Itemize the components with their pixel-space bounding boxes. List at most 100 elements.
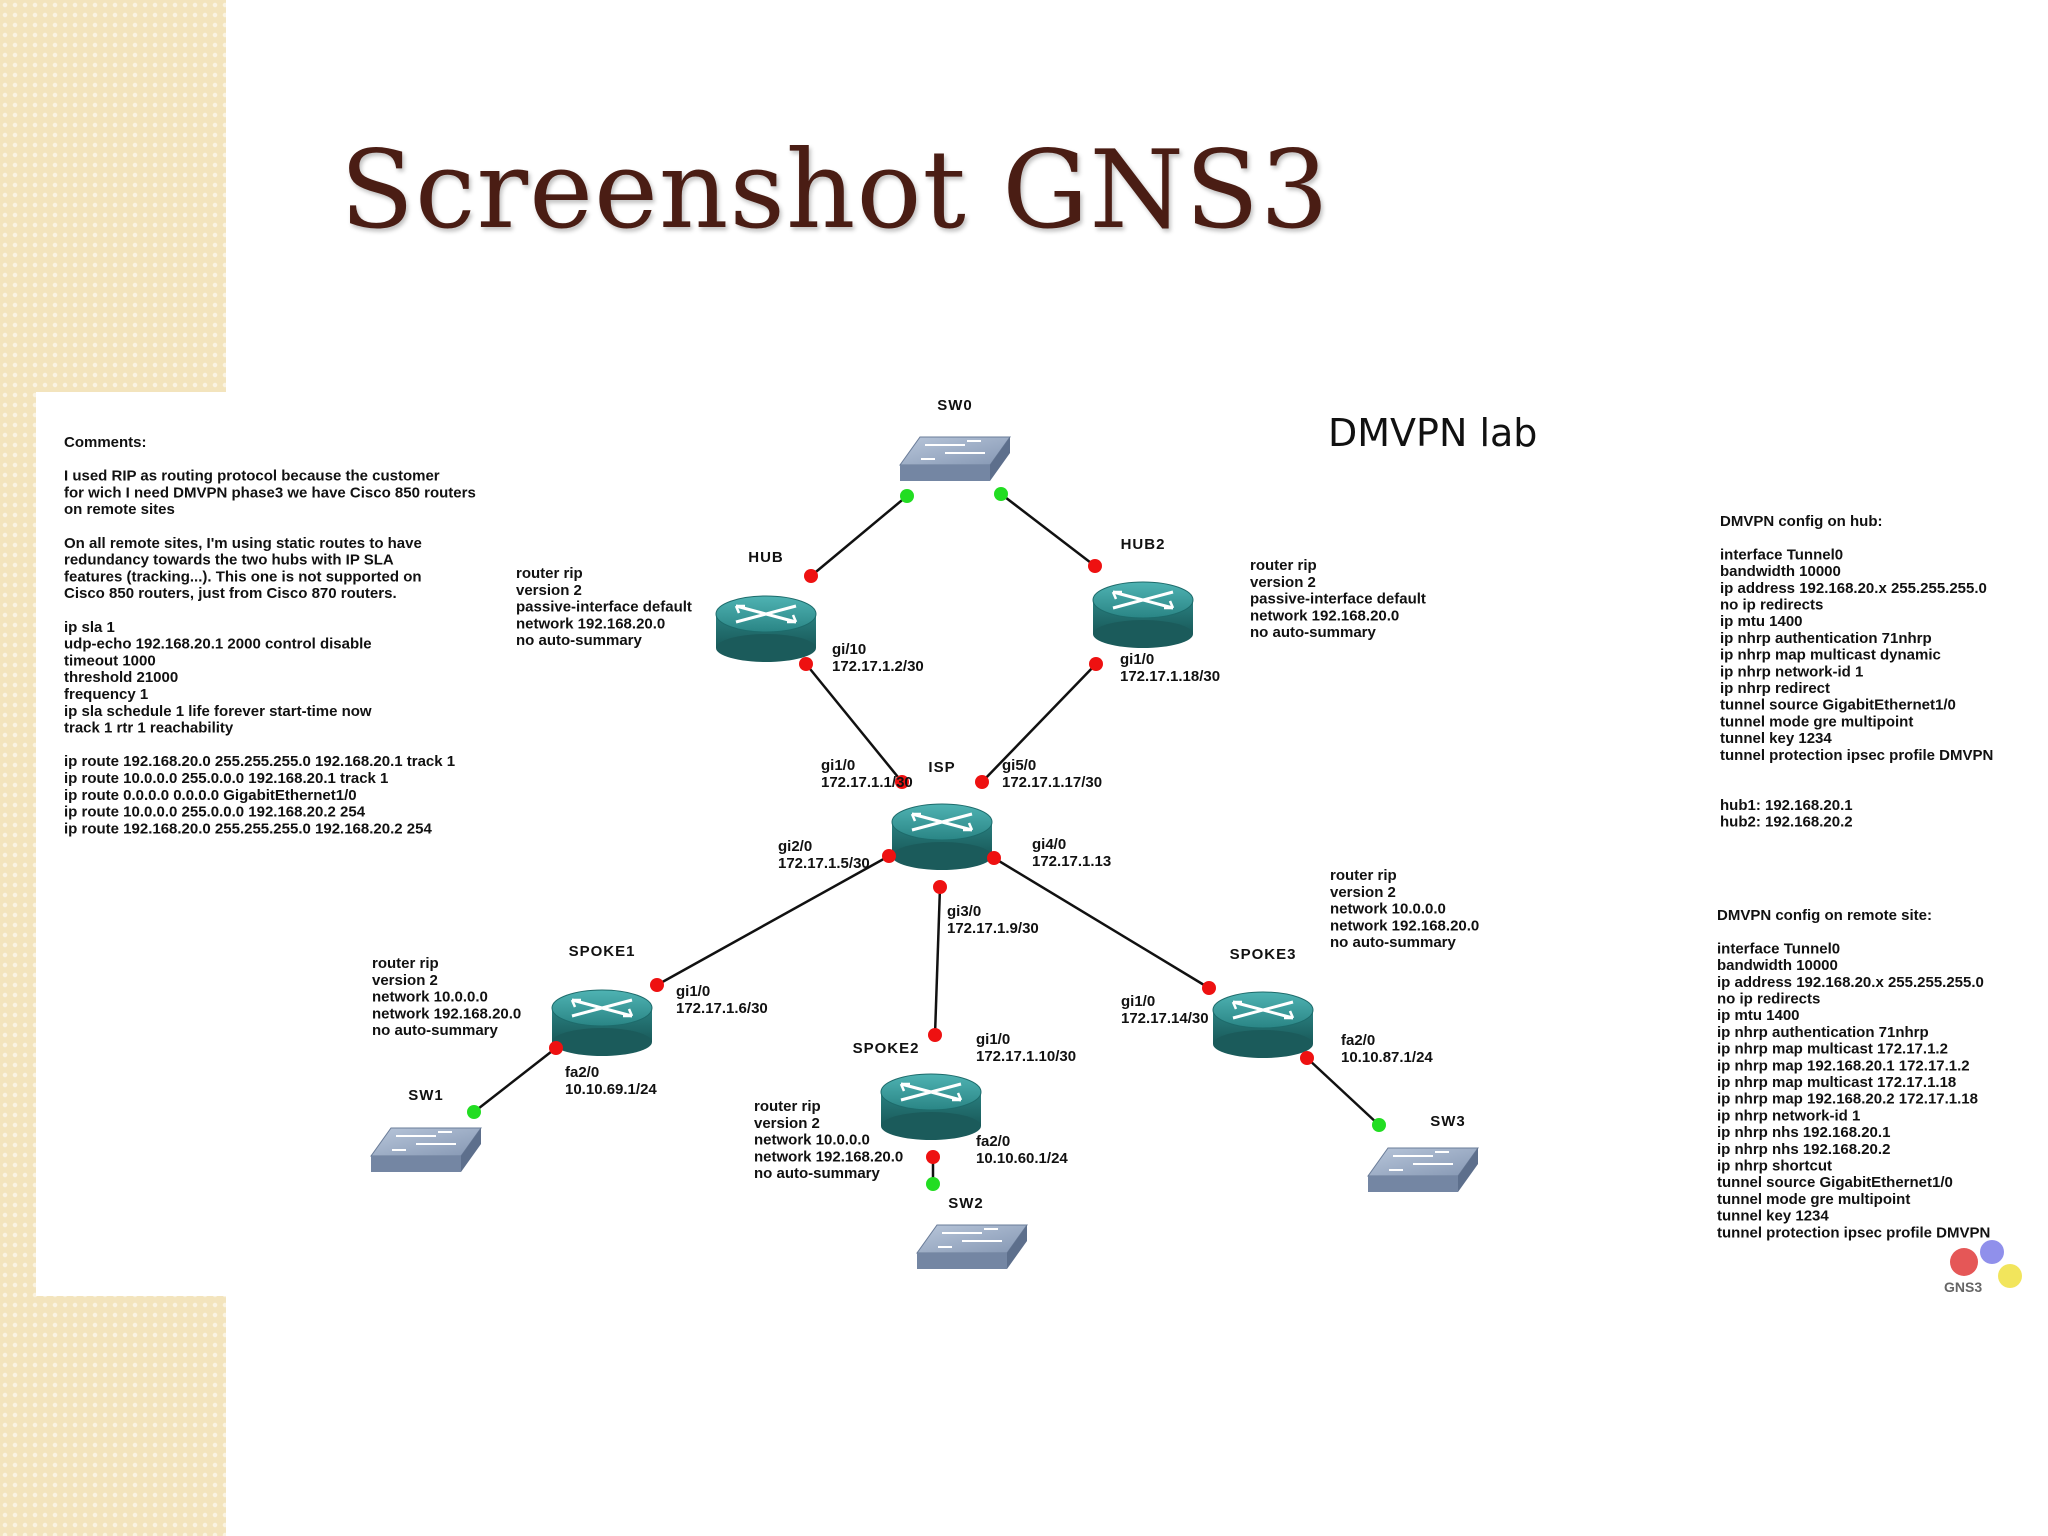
rip-config-spoke1: version 2 xyxy=(372,972,438,989)
interface-label-spoke2-fa: 10.10.60.1/24 xyxy=(976,1150,1068,1167)
remote-config-line: ip nhrp shortcut xyxy=(1717,1158,1832,1175)
port-sw0-hub2-a xyxy=(994,487,1008,501)
rip-config-spoke1: network 10.0.0.0 xyxy=(372,989,488,1006)
router-spoke3-icon[interactable] xyxy=(1212,991,1314,1058)
interface-label-isp-gi3: gi3/0 xyxy=(947,903,981,920)
remote-config-line: ip address 192.168.20.x 255.255.255.0 xyxy=(1717,974,1984,991)
comment-line: ip route 10.0.0.0 255.0.0.0 192.168.20.1… xyxy=(64,770,388,787)
interface-label-spoke3-gi: 172.17.14/30 xyxy=(1121,1010,1209,1027)
comment-line: Cisco 850 routers, just from Cisco 870 r… xyxy=(64,585,397,602)
interface-label-isp-gi1: 172.17.1.1/30 xyxy=(821,774,913,791)
gns3-logo: GNS3 xyxy=(1944,1240,2022,1295)
rip-config-spoke3: network 192.168.20.0 xyxy=(1330,917,1479,934)
hub-config-line: tunnel source GigabitEthernet1/0 xyxy=(1720,697,1956,714)
rip-config-hub: router rip xyxy=(516,565,583,582)
comment-line: ip route 192.168.20.0 255.255.255.0 192.… xyxy=(64,753,455,770)
router-hub-icon[interactable] xyxy=(715,595,817,662)
rip-config-spoke2: no auto-summary xyxy=(754,1165,881,1182)
interface-label-isp-gi4: 172.17.1.13 xyxy=(1032,853,1111,870)
port-spoke3-sw3-a xyxy=(1300,1051,1314,1065)
hub-config-line: no ip redirects xyxy=(1720,597,1823,614)
remote-config-line: interface Tunnel0 xyxy=(1717,940,1840,957)
remote-config-line: ip nhrp authentication 71nhrp xyxy=(1717,1024,1929,1041)
port-hub2-isp-a xyxy=(1089,657,1103,671)
hub-config-line: hub1: 192.168.20.1 xyxy=(1720,797,1853,814)
rip-config-spoke1: no auto-summary xyxy=(372,1022,499,1039)
port-isp-spoke2-b xyxy=(928,1028,942,1042)
device-label-sw2: SW2 xyxy=(948,1195,984,1212)
hub-config-line: ip mtu 1400 xyxy=(1720,613,1803,630)
comment-line: track 1 rtr 1 reachability xyxy=(64,720,234,737)
comment-line: I used RIP as routing protocol because t… xyxy=(64,468,440,485)
remote-config-line: ip mtu 1400 xyxy=(1717,1007,1800,1024)
comment-line: Comments: xyxy=(64,434,147,451)
device-label-spoke1: SPOKE1 xyxy=(569,943,636,960)
hub-config-line: ip nhrp network-id 1 xyxy=(1720,663,1863,680)
remote-config-line: ip nhrp network-id 1 xyxy=(1717,1107,1860,1124)
port-isp-spoke3-a xyxy=(987,851,1001,865)
diagram-panel xyxy=(36,392,2036,1296)
rip-config-spoke2: router rip xyxy=(754,1098,821,1115)
links-layer xyxy=(473,493,1380,1184)
comment-line: ip route 192.168.20.0 255.255.255.0 192.… xyxy=(64,820,432,837)
comment-line: on remote sites xyxy=(64,501,175,518)
switch-sw2-icon[interactable] xyxy=(916,1224,1028,1269)
interface-label-isp-gi3: 172.17.1.9/30 xyxy=(947,920,1039,937)
link-hub-isp xyxy=(805,663,903,783)
remote-config-line: ip nhrp map multicast 172.17.1.2 xyxy=(1717,1041,1948,1058)
interface-label-isp-gi5: 172.17.1.17/30 xyxy=(1002,774,1102,791)
comment-line: frequency 1 xyxy=(64,686,148,703)
hub-config-line: ip nhrp map multicast dynamic xyxy=(1720,647,1941,664)
router-spoke2-icon[interactable] xyxy=(880,1073,982,1140)
hub-config-line: ip address 192.168.20.x 255.255.255.0 xyxy=(1720,580,1987,597)
interface-label-spoke1-gi: 172.17.1.6/30 xyxy=(676,1000,768,1017)
router-spoke1-icon[interactable] xyxy=(551,989,653,1056)
rip-config-hub: version 2 xyxy=(516,582,582,599)
interface-label-isp-gi5: gi5/0 xyxy=(1002,757,1036,774)
switch-sw1-icon[interactable] xyxy=(370,1127,482,1172)
device-label-sw3: SW3 xyxy=(1430,1113,1466,1130)
port-sw0-hub2-b xyxy=(1088,559,1102,573)
port-spoke1-sw1-b xyxy=(467,1105,481,1119)
rip-config-hub2: version 2 xyxy=(1250,574,1316,591)
link-isp-spoke2 xyxy=(933,886,942,1036)
rip-config-spoke3: version 2 xyxy=(1330,884,1396,901)
interface-label-spoke3-gi: gi1/0 xyxy=(1121,993,1155,1010)
device-label-sw1: SW1 xyxy=(408,1087,444,1104)
rip-config-spoke2: network 192.168.20.0 xyxy=(754,1148,903,1165)
switch-sw0-icon[interactable] xyxy=(899,436,1011,481)
interface-label-hub-gi: 172.17.1.2/30 xyxy=(832,658,924,675)
port-isp-spoke2-a xyxy=(933,880,947,894)
hub-config-line: ip nhrp authentication 71nhrp xyxy=(1720,630,1932,647)
remote-config-line: ip nhrp map multicast 172.17.1.18 xyxy=(1717,1074,1956,1091)
port-isp-spoke1-b xyxy=(650,978,664,992)
ports-layer xyxy=(467,487,1386,1191)
port-hub-isp-a xyxy=(799,657,813,671)
port-spoke2-sw2-b xyxy=(926,1177,940,1191)
hub-config-line: ip nhrp redirect xyxy=(1720,680,1830,697)
hub-config-block: DMVPN config on hub:interface Tunnel0 ba… xyxy=(1720,513,1993,831)
remote-config-line: tunnel mode gre multipoint xyxy=(1717,1191,1910,1208)
rip-config-spoke3: network 10.0.0.0 xyxy=(1330,901,1446,918)
interface-label-spoke2-gi: 172.17.1.10/30 xyxy=(976,1048,1076,1065)
remote-config-line: ip nhrp map 192.168.20.2 172.17.1.18 xyxy=(1717,1091,1978,1108)
devices-layer xyxy=(370,436,1479,1269)
port-hub2-isp-b xyxy=(975,775,989,789)
rip-config-hub: passive-interface default xyxy=(516,599,692,616)
remote-config-line: ip nhrp nhs 192.168.20.1 xyxy=(1717,1124,1890,1141)
interface-label-isp-gi2: gi2/0 xyxy=(778,838,812,855)
interface-label-isp-gi2: 172.17.1.5/30 xyxy=(778,855,870,872)
rip-config-spoke1: router rip xyxy=(372,955,439,972)
switch-sw3-icon[interactable] xyxy=(1367,1147,1479,1192)
slide-title: Screenshot GNS3 xyxy=(340,128,1330,253)
lab-title: DMVPN lab xyxy=(1328,411,1537,455)
link-hub2-isp xyxy=(981,663,1097,783)
port-sw0-hub-a xyxy=(900,489,914,503)
link-isp-spoke1 xyxy=(656,854,890,987)
device-label-spoke3: SPOKE3 xyxy=(1230,946,1297,963)
router-isp-icon[interactable] xyxy=(891,803,993,870)
port-spoke1-sw1-a xyxy=(549,1041,563,1055)
router-hub2-icon[interactable] xyxy=(1092,581,1194,648)
interface-label-spoke1-fa: 10.10.69.1/24 xyxy=(565,1081,657,1098)
